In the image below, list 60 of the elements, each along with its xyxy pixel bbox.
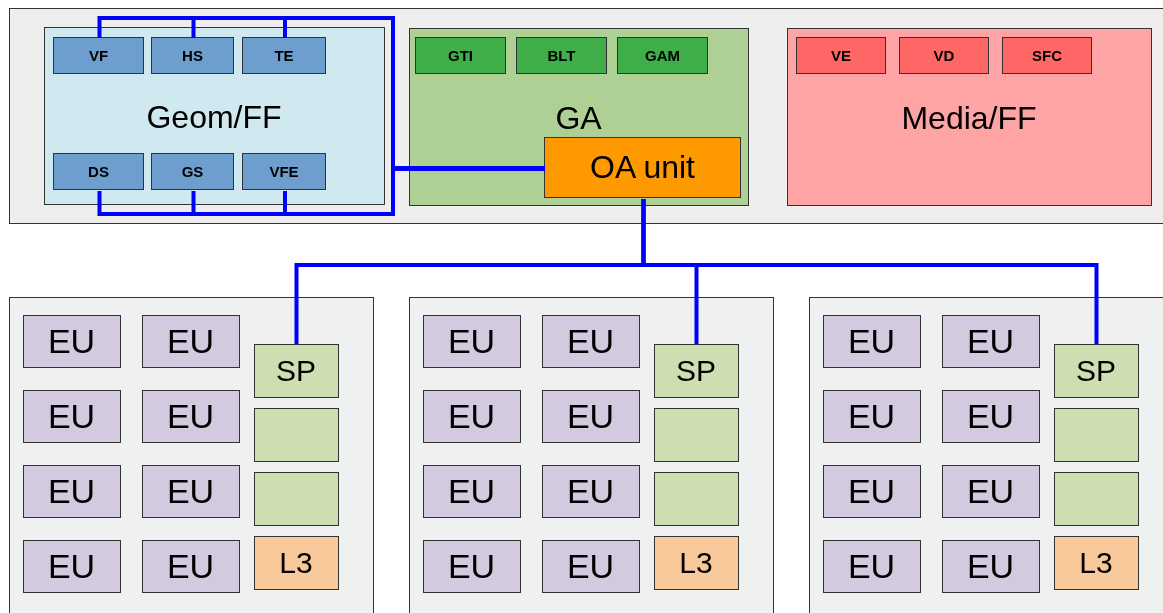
unit-box: EU [822,539,921,593]
unit-box: EU [22,539,121,593]
unit-box: L3 [653,535,739,590]
unit-box: SP [253,343,339,398]
connector-line [641,199,1099,344]
unit-box: EU [541,389,640,443]
unit-box: SP [653,343,739,398]
unit-box: GTI [415,37,506,74]
unit-box: EU [822,464,921,518]
unit-box: EU [141,314,240,368]
unit-box: VF [53,37,144,74]
block-label: Geom/FF [146,99,282,135]
unit-box: L3 [253,535,339,590]
unit-box: HS [151,37,234,74]
top-panel [9,8,1163,224]
unit-box [253,471,339,526]
unit-box: EU [822,389,921,443]
unit-box: EU [422,539,521,593]
unit-box: VFE [242,153,326,190]
block-label: Media/FF [901,100,1037,136]
unit-box [1053,471,1139,526]
unit-box: DS [53,153,144,190]
unit-box: EU [141,389,240,443]
unit-box: EU [141,464,240,518]
unit-box [253,407,339,462]
unit-box: EU [22,464,121,518]
unit-box: EU [422,464,521,518]
unit-box: L3 [1053,535,1139,590]
unit-box [1053,407,1139,462]
unit-box: EU [541,464,640,518]
unit-box: EU [941,389,1040,443]
unit-box: SFC [1002,37,1092,74]
unit-box: EU [822,314,921,368]
unit-box: EU [422,389,521,443]
slice-panel [809,297,1163,613]
unit-box: SP [1053,343,1139,398]
slice-panel [409,297,774,613]
unit-box: OA unit [544,137,741,198]
unit-box: VE [796,37,886,74]
unit-box: EU [541,539,640,593]
unit-box: EU [941,464,1040,518]
unit-box: EU [941,539,1040,593]
unit-box: TE [242,37,326,74]
block-panel [408,27,749,206]
block-label: GA [555,100,602,136]
unit-box: EU [22,389,121,443]
slice-panel [9,297,374,613]
unit-box: EU [422,314,521,368]
unit-box: VD [899,37,989,74]
unit-box [653,471,739,526]
unit-box: EU [541,314,640,368]
unit-box: EU [941,314,1040,368]
unit-box: EU [141,539,240,593]
block-panel [786,27,1152,206]
block-panel [43,26,385,205]
unit-box: GAM [617,37,708,74]
unit-box: BLT [516,37,607,74]
unit-box [653,407,739,462]
unit-box: GS [151,153,234,190]
unit-box: EU [22,314,121,368]
